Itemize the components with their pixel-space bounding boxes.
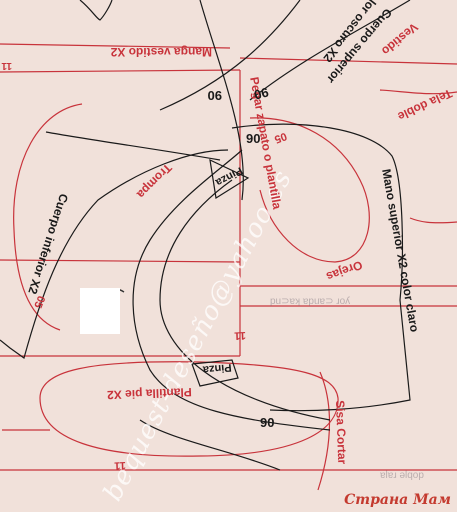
guide-line (239, 57, 457, 65)
faint-text: ɐlɐɹ ǝlqop (380, 470, 424, 481)
mano-superior-outline (231, 123, 411, 412)
pattern-curve (159, 0, 301, 111)
number-90: 90 (207, 88, 222, 103)
orejas-outline (249, 117, 370, 263)
cuerpo-inferior-outline (13, 103, 83, 331)
pattern-curve (139, 419, 281, 471)
manga-label: Manga vestido X2 (110, 45, 212, 59)
pattern-curve (79, 0, 113, 21)
pattern-curve (45, 131, 221, 161)
pattern-curve (132, 149, 331, 431)
cuerpo-inferior-edge (0, 149, 229, 359)
pattern-curve (159, 179, 331, 421)
plantilla-pie-outline (39, 361, 339, 457)
guide-line (409, 217, 457, 224)
plantilla-pie-label: Plantilla pie X2 (106, 385, 193, 402)
pattern-curve (249, 0, 411, 101)
guide-line (0, 69, 241, 73)
site-logo: Страна Мам (344, 492, 451, 508)
manga-number: 11 (1, 60, 12, 71)
sisa-outline (317, 371, 331, 491)
number-90: 90 (246, 131, 261, 146)
faint-text: pu⊃ɐʞ ɐpuɐ⊃ ɹoʎ (270, 296, 351, 307)
pinza-dart (191, 359, 239, 387)
number-90: 90 (260, 415, 275, 430)
guide-line (379, 89, 457, 95)
plantilla-number: 11 (113, 459, 127, 472)
guide-line (0, 43, 231, 49)
sisa-cortar-label: Sisa Cortar (333, 399, 350, 465)
blank-patch (80, 288, 120, 334)
guide-line (0, 259, 241, 263)
plantilla-number-2: 11 (233, 329, 247, 342)
number-90: 90 (252, 84, 271, 103)
pinza-dart (209, 158, 250, 199)
pinza-label-bottom: Pinza (202, 361, 233, 376)
pattern-curve (199, 0, 244, 201)
